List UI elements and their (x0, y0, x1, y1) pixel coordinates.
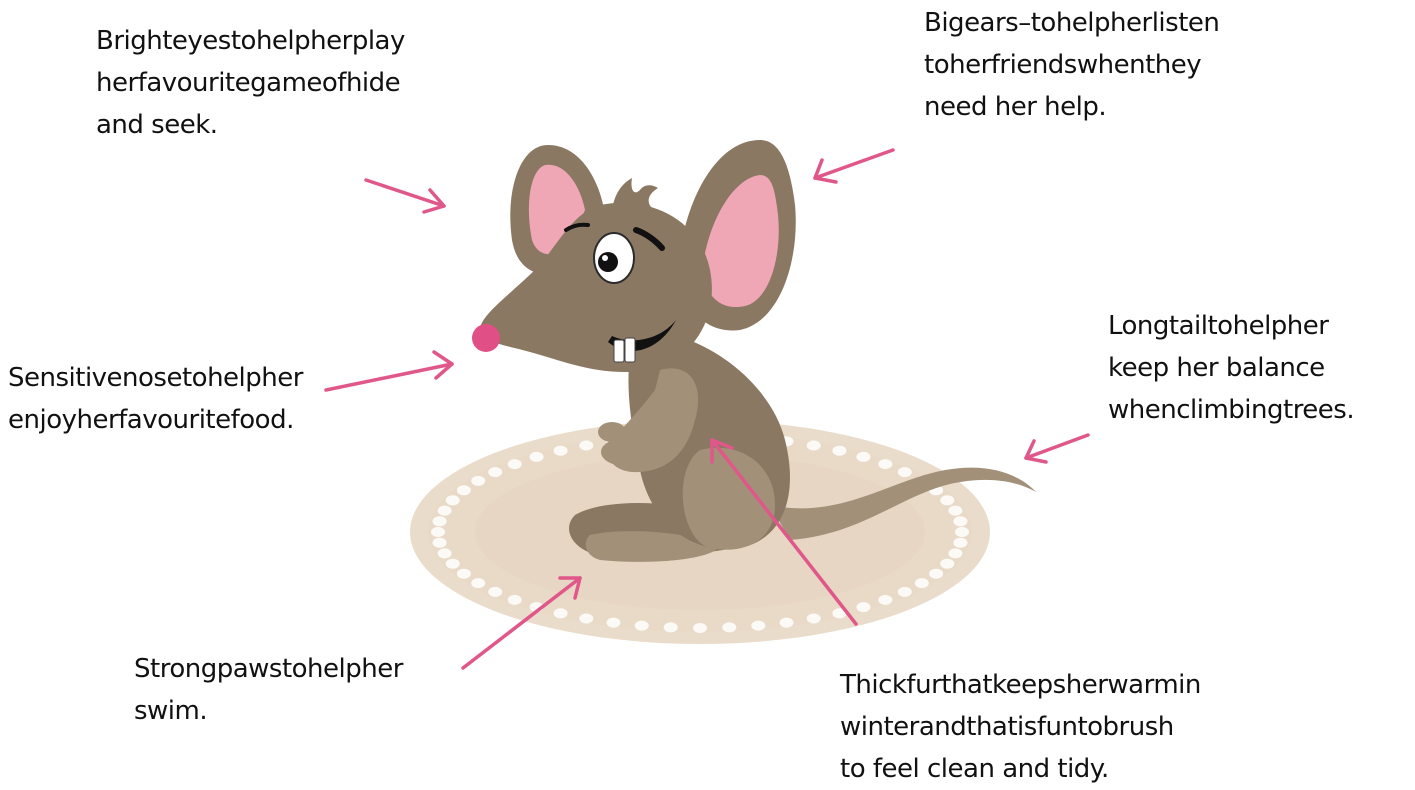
label-strong-paws: Strongpawstohelpher swim. (134, 648, 403, 732)
doily-hole (488, 587, 502, 597)
doily-hole (955, 527, 969, 537)
mouse-hair-tuft (612, 178, 658, 210)
doily-hole (832, 446, 846, 456)
doily-hole (554, 446, 568, 456)
doily-hole (856, 602, 870, 612)
label-line: Longtailtohelpher (1108, 305, 1354, 347)
doily-hole (488, 467, 502, 477)
doily-hole (915, 578, 929, 588)
doily-hole (948, 548, 962, 558)
doily-hole (508, 459, 522, 469)
label-line: Brighteyestohelpherplay (96, 20, 405, 62)
doily-hole (664, 622, 678, 632)
doily-hole (940, 559, 954, 569)
doily-hole (878, 459, 892, 469)
label-line: keep her balance (1108, 347, 1354, 389)
doily-hole (438, 548, 452, 558)
doily-hole (751, 621, 765, 631)
label-line: Strongpawstohelpher (134, 648, 403, 690)
doily-hole (471, 578, 485, 588)
doily-hole (953, 516, 967, 526)
label-line: Thickfurthatkeepsherwarmin (840, 664, 1201, 706)
doily-hole (457, 485, 471, 495)
label-sensitive-nose: Sensitivenosetohelpher enjoyherfavourite… (8, 357, 303, 441)
doily-hole (807, 614, 821, 624)
label-long-tail: Longtailtohelpher keep her balance whenc… (1108, 305, 1354, 431)
mouse-eye (594, 233, 634, 283)
label-line: Bigears–tohelpherlisten (924, 2, 1219, 44)
doily-hole (433, 538, 447, 548)
label-big-ears: Bigears–tohelpherlisten toherfriendswhen… (924, 2, 1219, 128)
label-line: whenclimbingtrees. (1108, 389, 1354, 431)
doily-hole (780, 618, 794, 628)
doily-hole (929, 569, 943, 579)
mouse-hand-upper (598, 422, 626, 442)
doily-hole (878, 595, 892, 605)
label-line: Sensitivenosetohelpher (8, 357, 303, 399)
doily-hole (579, 614, 593, 624)
label-line: herfavouritegameofhide (96, 62, 405, 104)
mouse-hand (601, 438, 649, 466)
arrow-eyes (366, 180, 444, 212)
arrow-nose (326, 352, 452, 390)
label-line: to feel clean and tidy. (840, 748, 1201, 790)
doily-hole (856, 452, 870, 462)
doily-hole (438, 506, 452, 516)
doily-hole (898, 587, 912, 597)
label-line: need her help. (924, 86, 1219, 128)
mouse-nose (472, 324, 500, 352)
doily-hole (722, 622, 736, 632)
label-line: toherfriendswhenthey (924, 44, 1219, 86)
label-line: swim. (134, 690, 403, 732)
doily-hole (457, 569, 471, 579)
doily-hole (446, 495, 460, 505)
label-line: and seek. (96, 104, 405, 146)
arrow-tail (1026, 435, 1088, 462)
doily-hole (471, 476, 485, 486)
label-bright-eyes: Brighteyestohelpherplay herfavouritegame… (96, 20, 405, 146)
doily-hole (693, 623, 707, 633)
arrow-ears (815, 150, 893, 182)
doily-hole (607, 618, 621, 628)
doily-hole (554, 608, 568, 618)
doily-hole (953, 538, 967, 548)
label-line: enjoyherfavouritefood. (8, 399, 303, 441)
doily-hole (508, 595, 522, 605)
doily-hole (807, 441, 821, 451)
doily-hole (898, 467, 912, 477)
doily-hole (940, 495, 954, 505)
doily-hole (446, 559, 460, 569)
doily-hole (948, 506, 962, 516)
doily-hole (433, 516, 447, 526)
doily-hole (530, 452, 544, 462)
doily-hole (579, 441, 593, 451)
doily-hole (635, 621, 649, 631)
label-thick-fur: Thickfurthatkeepsherwarmin winterandthat… (840, 664, 1201, 790)
doily-hole (431, 527, 445, 537)
label-line: winterandthatisfuntobrush (840, 706, 1201, 748)
